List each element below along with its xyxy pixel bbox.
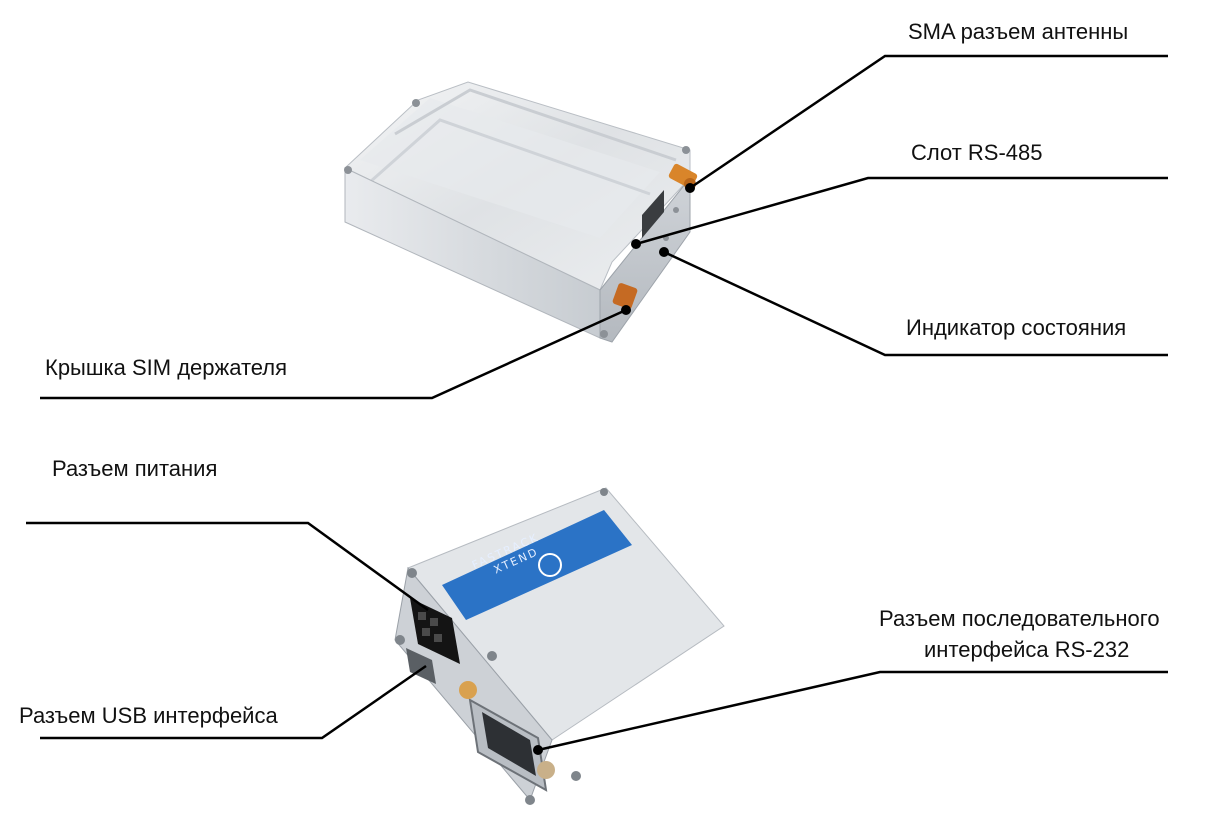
label-rs232-line-2: интерфейса RS-232 — [924, 637, 1130, 662]
brand-stripe — [442, 510, 632, 620]
leader-lines — [26, 54, 1168, 752]
leader-rs485 — [635, 176, 1168, 246]
leader-rs232 — [537, 670, 1168, 752]
leader-sma — [689, 54, 1168, 190]
leader-usb — [40, 664, 427, 740]
label-rs485-slot: Слот RS-485 — [911, 140, 1043, 165]
brand-logo-icon — [538, 553, 562, 577]
rs232-connector-icon — [468, 698, 548, 792]
power-connector-icon — [410, 598, 460, 664]
label-status-indicator: Индикатор состояния — [906, 315, 1127, 340]
label-usb-connector: Разъем USB интерфейса — [19, 703, 278, 728]
leader-dots — [533, 183, 695, 755]
leader-power — [26, 521, 429, 612]
label-sim-cover: Крышка SIM держателя — [45, 355, 288, 380]
modem-top-view — [344, 81, 698, 343]
label-rs232-line-1: Разъем последовательного — [879, 606, 1160, 631]
label-sma-connector: SMA разъем антенны — [908, 19, 1129, 44]
leader-sim — [40, 308, 627, 400]
label-power-connector: Разъем питания — [52, 456, 218, 481]
usb-connector-icon — [406, 648, 436, 684]
modem-bottom-view — [394, 487, 725, 805]
leader-status — [663, 250, 1168, 357]
